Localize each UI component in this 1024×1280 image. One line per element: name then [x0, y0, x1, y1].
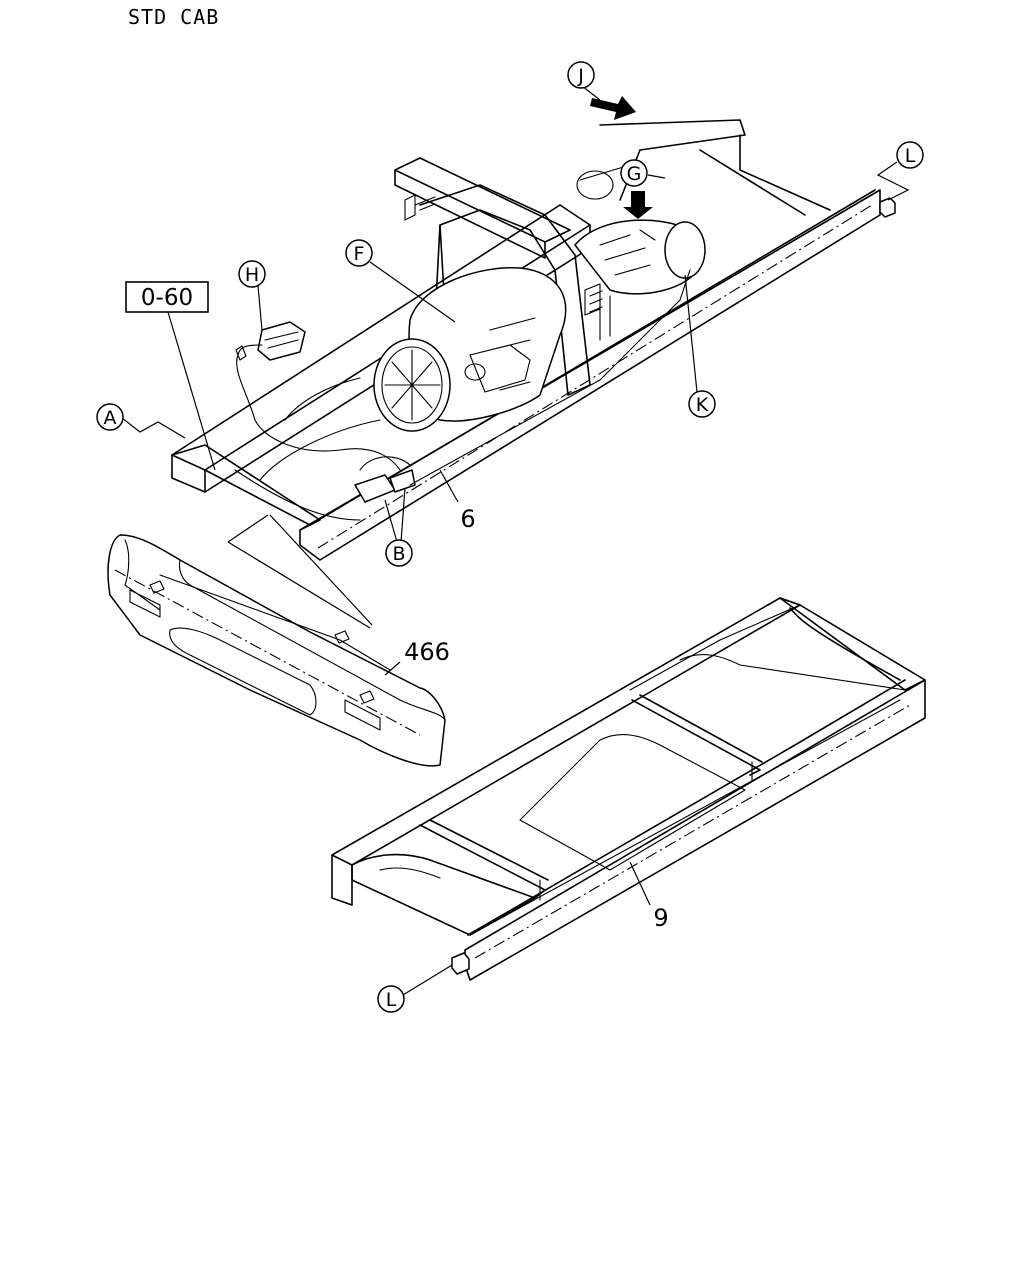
callout-a: A	[96, 403, 124, 431]
clip-l-top	[876, 161, 910, 218]
leader-f	[369, 261, 456, 323]
arrow-j	[590, 96, 636, 120]
arrow-g	[623, 191, 653, 219]
leader-k	[684, 274, 698, 393]
part-number-466: 466	[404, 638, 450, 666]
leader-a	[121, 417, 186, 439]
callout-l-top: L	[896, 141, 924, 169]
svg-text:G: G	[627, 163, 642, 185]
connector-b-group	[354, 456, 416, 503]
callout-g: G	[620, 159, 648, 187]
svg-text:J: J	[577, 65, 584, 87]
callout-k: K	[688, 390, 716, 418]
callout-f: F	[345, 239, 373, 267]
rear-axle-component	[574, 164, 706, 295]
leader-h	[257, 285, 263, 331]
callout-h: H	[238, 260, 266, 288]
reference-box-0-60: 0-60	[125, 281, 209, 313]
leader-0-60	[167, 311, 216, 471]
leader-j	[581, 85, 601, 101]
leader-b	[384, 487, 406, 543]
harness-6	[409, 269, 691, 486]
svg-text:F: F	[354, 243, 365, 265]
svg-text:H: H	[245, 264, 259, 286]
part-number-6: 6	[460, 505, 475, 533]
svg-text:L: L	[386, 989, 397, 1011]
harness-h	[235, 321, 401, 471]
front-bumper-466	[107, 534, 446, 767]
callout-l-bottom: L	[377, 985, 405, 1013]
svg-text:0-60: 0-60	[141, 285, 193, 311]
clip-l-bottom	[402, 952, 470, 996]
leader-9	[629, 861, 651, 906]
part-number-9: 9	[653, 904, 668, 932]
page-title: STD CAB	[128, 5, 219, 29]
callout-j: J	[567, 61, 595, 89]
svg-text:B: B	[392, 543, 405, 565]
svg-text:K: K	[696, 394, 709, 416]
engine-component-f	[373, 266, 567, 432]
leader-6	[439, 469, 459, 503]
chassis-frame-lower	[331, 597, 926, 981]
chassis-frame-upper	[171, 119, 881, 561]
leader-466	[384, 661, 401, 676]
callout-b: B	[385, 539, 413, 567]
svg-text:A: A	[104, 407, 117, 429]
svg-text:L: L	[905, 145, 916, 167]
leader-g	[647, 174, 666, 179]
bumper-leader	[227, 514, 373, 629]
